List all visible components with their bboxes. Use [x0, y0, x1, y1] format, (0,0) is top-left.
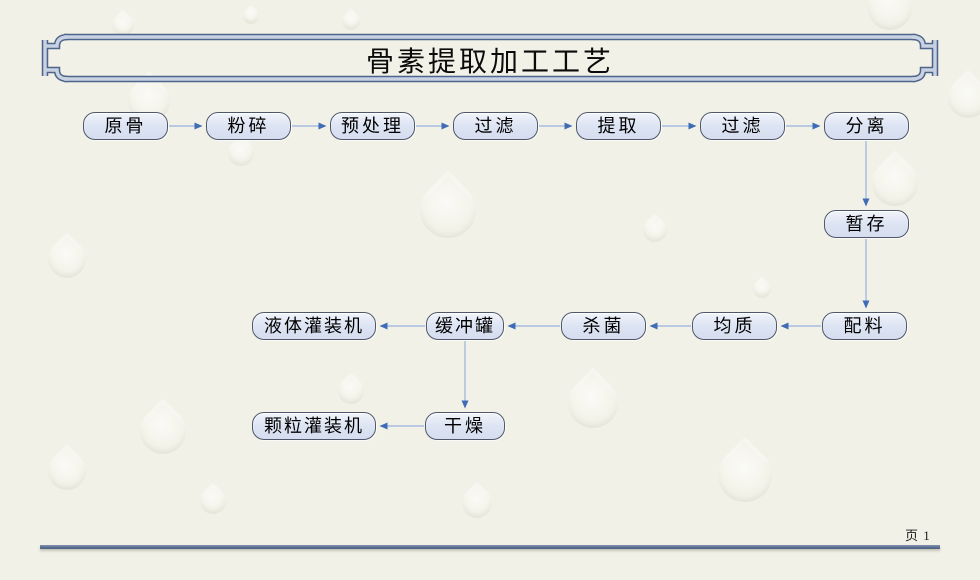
- page-title: 骨素提取加工工艺: [365, 47, 614, 78]
- flow-node-temp-store: 暂存: [824, 210, 909, 238]
- flow-node-homogenize: 均质: [692, 312, 777, 340]
- title-frame-border: [41, 33, 939, 83]
- flow-node-separate: 分离: [824, 112, 909, 140]
- footer-rule: [40, 545, 940, 549]
- flow-node-dry: 干燥: [425, 412, 505, 440]
- flow-node-buffer-tank: 缓冲罐: [426, 312, 504, 340]
- flow-node-extract: 提取: [576, 112, 661, 140]
- flow-node-sterilize: 杀菌: [561, 312, 646, 340]
- flow-node-crush: 粉碎: [206, 112, 291, 140]
- flow-node-filter-2: 过滤: [700, 112, 785, 140]
- flow-node-filter-1: 过滤: [453, 112, 538, 140]
- flow-node-mix: 配料: [822, 312, 907, 340]
- flow-node-raw-bone: 原骨: [83, 112, 168, 140]
- page-number: 页 1: [905, 528, 931, 543]
- flow-node-liquid-filler: 液体灌装机: [252, 312, 376, 340]
- flow-node-granule-filler: 颗粒灌装机: [252, 412, 376, 440]
- flow-node-pretreat: 预处理: [330, 112, 415, 140]
